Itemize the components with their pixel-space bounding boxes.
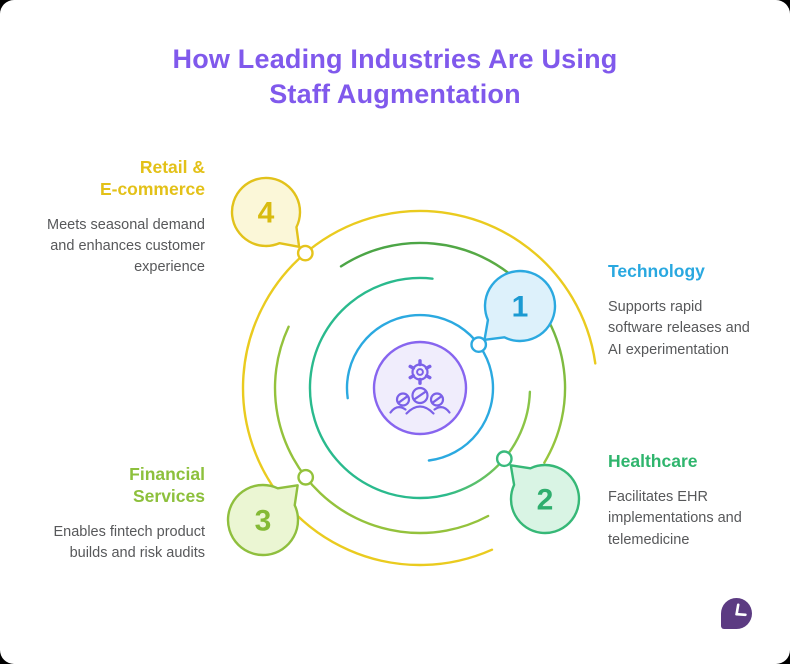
orbit-teal	[308, 276, 532, 500]
bubble-retail-number: 4	[258, 197, 275, 230]
industry-heading-financial: Financial Services	[129, 464, 205, 506]
industry-heading-technology: Technology	[608, 261, 705, 281]
industry-description-healthcare: Facilitates EHR implementations and tele…	[608, 488, 742, 548]
industry-block-retail: Retail & E-commerce Meets seasonal deman…	[15, 157, 205, 279]
gear-team-icon	[389, 359, 451, 415]
industry-description-financial: Enables fintech product builds and risk …	[53, 523, 205, 562]
bubble-financial-number: 3	[255, 505, 272, 538]
industry-description-technology: Supports rapid software releases and AI …	[608, 298, 750, 358]
clock-logo-icon	[721, 598, 752, 629]
orbit-yellow	[241, 209, 597, 567]
page-title: How Leading Industries Are Using Staff A…	[172, 44, 618, 109]
bubble-financial	[226, 483, 300, 557]
bubble-retail	[230, 176, 302, 248]
orbit-node-financial	[297, 468, 315, 486]
orbit-node-technology	[470, 336, 488, 353]
orbit-node-healthcare	[495, 450, 513, 468]
bubble-healthcare-number: 2	[537, 484, 554, 517]
industry-heading-retail: Retail & E-commerce	[99, 157, 205, 199]
bubble-technology	[483, 269, 557, 343]
orbit-node-retail	[296, 244, 314, 262]
industry-heading-healthcare: Healthcare	[608, 451, 698, 471]
orbit-blue	[345, 313, 495, 462]
bubble-healthcare	[509, 463, 581, 535]
industry-block-technology: Technology Supports rapid software relea…	[608, 261, 790, 361]
bubble-technology-number: 1	[512, 291, 529, 324]
industry-description-retail: Meets seasonal demand and enhances custo…	[47, 216, 205, 276]
industry-block-healthcare: Healthcare Facilitates EHR implementatio…	[608, 451, 790, 551]
industry-block-financial: Financial Services Enables fintech produ…	[15, 464, 205, 564]
orbit-lime-bottom	[273, 325, 490, 535]
